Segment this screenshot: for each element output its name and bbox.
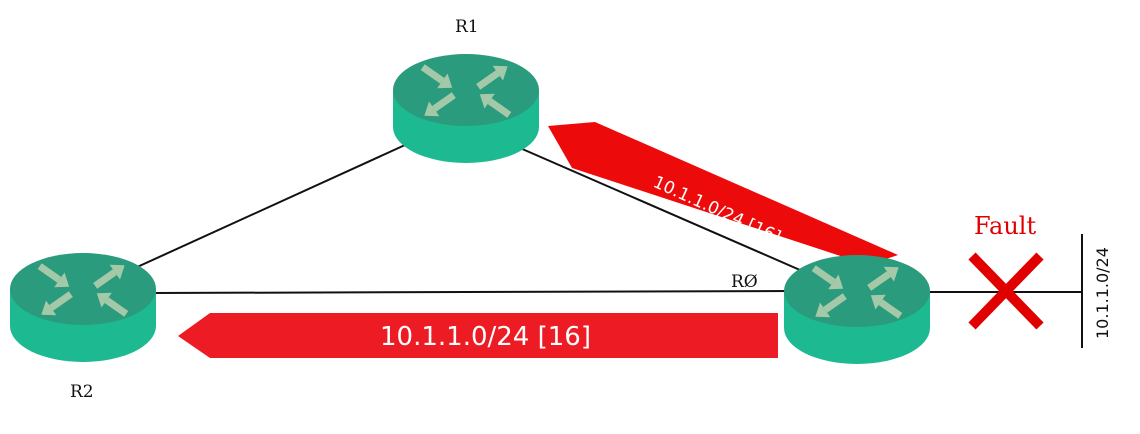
advertisement-arrow-to-r1: 10.1.1.0/24 [16]: [548, 122, 898, 265]
link-r1-r0: [519, 147, 801, 271]
link-r1-r2: [134, 144, 406, 269]
router-r2[interactable]: [10, 253, 156, 362]
advertisement-label-to-r2: 10.1.1.0/24 [16]: [380, 322, 591, 352]
fault-label: Fault: [974, 212, 1036, 240]
x-mark-icon: [968, 252, 1044, 330]
router-icon: [784, 255, 930, 364]
router-label-r0: RØ: [731, 272, 758, 292]
router-label-r2: R2: [70, 382, 94, 402]
link-r2-r0: [154, 290, 791, 294]
router-label-r1: R1: [455, 17, 479, 37]
network-label: 10.1.1.0/24: [1093, 247, 1112, 339]
router-icon: [10, 253, 156, 362]
router-icon: [393, 54, 539, 163]
router-r1[interactable]: [393, 54, 539, 163]
router-r0[interactable]: [784, 255, 930, 364]
advertisement-arrow-to-r2: 10.1.1.0/24 [16]: [178, 313, 778, 358]
